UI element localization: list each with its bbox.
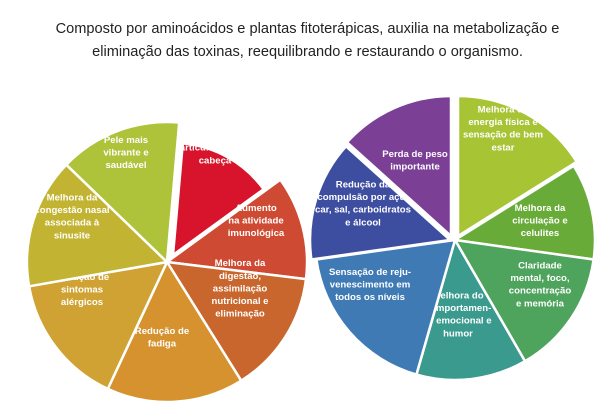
right-wheel-segment-7-label: Perda de peso importante — [382, 149, 448, 173]
right-wheel-segment-3 — [453, 238, 595, 363]
left-wheel-segment-7-label-line: saudável — [105, 160, 146, 171]
left-wheel-segment-4-label-line: fadiga — [148, 339, 177, 350]
left-wheel-segment-3-label-line: eliminação — [215, 309, 265, 320]
right-wheel-segment-2 — [453, 164, 597, 261]
left-wheel-segment-7-label-line: Pele mais — [104, 135, 148, 146]
right-wheel-segment-5-label-line: todos os níveis — [335, 292, 405, 303]
right-wheel-segment-1-label-line: sensação de bem — [463, 130, 543, 141]
left-wheel-segment-7-label-line: vibrante e — [103, 147, 148, 158]
heading-line-2: eliminação das toxinas, reequilibrando e… — [92, 44, 523, 60]
right-wheel-segment-3-label-line: mental, foco, — [510, 273, 570, 284]
right-wheel-segment-6-label-line: e álcool — [345, 217, 381, 228]
right-wheel-segment-6-label-line: car, sal, carboidratos — [315, 205, 411, 216]
right-wheel-segment-6 — [308, 145, 452, 261]
right-wheel-segment-7-label-line: importante — [390, 162, 440, 173]
left-wheel-segment-6 — [25, 163, 169, 288]
right-wheel-segment-1-label-line: Melhora da — [478, 105, 529, 116]
right-wheel-segment-5-label: Sensação de reju-venescimento em todos os… — [329, 267, 411, 303]
right-wheel-segment-3-label-line: e memória — [516, 298, 565, 309]
right-wheel-segment-7 — [345, 94, 453, 238]
left-wheel-segment-1 — [171, 142, 265, 257]
left-wheel-segment-5 — [27, 260, 169, 391]
left-wheel-segment-3-label: Melhora da digestão,assimilação nutriciona… — [211, 258, 268, 319]
right-wheel-segment-1-label-line: estar — [492, 142, 515, 153]
left-wheel-segment-4-label-line: Redução de — [135, 326, 189, 337]
left-wheel-segment-1-label-line: Alívio de dores — [181, 118, 250, 129]
left-wheel-segment-2 — [165, 178, 309, 281]
right-wheel-segment-5-label-line: venescimento em — [330, 279, 411, 290]
right-wheel-segment-4-label-line: to emocional e — [424, 316, 491, 327]
right-wheel-segment-3-label-line: concentração — [509, 286, 572, 297]
right-wheel-segment-5 — [315, 238, 457, 376]
right-wheel-segment-3-label-line: Claridade — [518, 261, 562, 272]
left-wheel-segment-2-label-line: na atividade — [228, 215, 283, 226]
left-wheel-segment-1-label-line: cabeça — [199, 155, 232, 166]
right-wheel-segment-2-label-line: circulação e — [512, 215, 567, 226]
left-wheel-segment-5-label-line: sintomas — [61, 284, 103, 295]
right-wheel-segment-6-label-line: compulsão por açú- — [317, 192, 408, 203]
right-wheel-segment-4-label-line: comportamen- — [425, 303, 492, 314]
left-wheel-segment-1-label-line: articulares e de — [180, 143, 250, 154]
heading-line-1: Composto por aminoácidos e plantas fitot… — [55, 21, 560, 37]
right-wheel-segment-4 — [415, 238, 527, 382]
right-wheel-segment-1 — [456, 94, 578, 238]
left-wheel-segment-1-label-line: musculares, — [187, 130, 243, 141]
left-wheel-segment-4 — [106, 260, 243, 404]
right-wheel-segment-1-label-line: energia física e — [468, 117, 537, 128]
left-wheel-segment-7 — [65, 120, 181, 264]
left-wheel-segment-3-label-line: digestão, — [219, 271, 261, 282]
right-wheel-segment-6-label-line: Redução da — [336, 180, 391, 191]
left-wheel-segment-5-label-line: alérgicos — [61, 297, 103, 308]
right-wheel-segment-4-label-line: humor — [443, 328, 473, 339]
left-wheel-segment-6-label-line: associada à — [45, 218, 100, 229]
right-wheel-segment-2-label-line: celulites — [521, 228, 559, 239]
right-wheel-segment-4-label-line: Melhora do — [432, 291, 483, 302]
left-wheel-segment-3-label-line: Melhora da — [215, 258, 266, 269]
right-wheel-segment-7-label-line: Perda de peso — [382, 149, 448, 160]
right-wheel-segment-2-label-line: Melhora da — [515, 203, 566, 214]
left-wheel-segment-6-label-line: congestão nasal — [34, 205, 109, 216]
left-wheel-segment-2-label-line: imunológica — [228, 228, 285, 239]
left-wheel-segment-6-label-line: Melhora da — [47, 193, 98, 204]
left-wheel-segment-3 — [165, 260, 308, 382]
left-wheel-segment-2-label-line: Aumento — [235, 203, 277, 214]
heading: Composto por aminoácidos e plantas fitot… — [0, 18, 615, 64]
left-wheel-segment-3-label-line: assimilação — [213, 283, 268, 294]
left-wheel-segment-6-label-line: sinusite — [54, 230, 90, 241]
left-wheel-segment-4-label: Redução de fadiga — [135, 326, 189, 350]
left-wheel-segment-3-label-line: nutricional e — [211, 296, 268, 307]
right-wheel-segment-5-label-line: Sensação de reju- — [329, 267, 411, 278]
